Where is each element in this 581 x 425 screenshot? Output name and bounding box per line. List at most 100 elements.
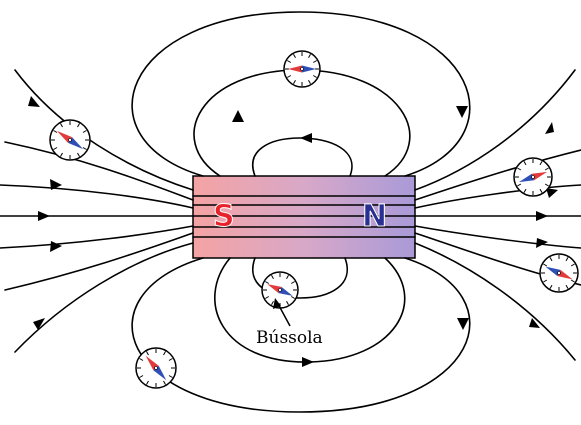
arrow-head <box>50 179 62 190</box>
compass-tick <box>287 75 291 78</box>
compass-tick <box>291 296 295 299</box>
compass-pivot <box>154 366 158 370</box>
compass-tick <box>286 275 289 279</box>
compass-tick <box>82 130 87 133</box>
compass-needle-south <box>518 173 535 183</box>
field-loop-bottom-outer <box>131 257 471 413</box>
compass-tick <box>293 54 296 58</box>
compass-tick <box>549 284 553 289</box>
arrow-head <box>536 211 548 221</box>
compass-tick <box>53 130 58 133</box>
arrow-head <box>545 122 554 134</box>
arrow-head <box>536 238 548 248</box>
compass-pivot <box>531 175 535 179</box>
field-arrows <box>28 96 558 367</box>
field-line-lower-right <box>414 242 576 361</box>
compass-tick <box>265 281 269 284</box>
arrow-head <box>232 110 244 122</box>
compass-icon <box>513 157 553 197</box>
arrow-head <box>38 211 50 221</box>
compass-tick <box>313 75 317 78</box>
south-pole-label: S <box>213 199 235 234</box>
compass-icon <box>261 271 299 309</box>
compass-needle-south <box>545 266 561 277</box>
compass-needle-south <box>302 65 316 73</box>
compass-tick <box>271 301 274 305</box>
bar-magnet <box>192 175 416 259</box>
compass-tick <box>313 60 317 63</box>
compass-tick <box>308 80 311 84</box>
compass-needle-north <box>267 284 282 294</box>
compass-tick <box>549 257 553 262</box>
compass-tick <box>139 358 144 361</box>
compass-tick <box>570 279 575 283</box>
arrow-head <box>33 318 45 330</box>
compass-needle-north <box>531 171 548 181</box>
field-line-upper-left <box>14 69 194 191</box>
compass-tick <box>523 161 527 166</box>
compass-tick <box>293 80 296 84</box>
compass-tick <box>539 161 543 166</box>
caption-pointer-arrowhead <box>273 298 281 309</box>
compass-pivot <box>557 271 561 275</box>
compass-tick <box>146 351 149 356</box>
field-line-lower-right <box>414 225 581 249</box>
compass-tick <box>539 188 543 193</box>
compasses <box>49 50 579 389</box>
compass-tick <box>543 263 548 267</box>
compass-tick <box>82 147 87 150</box>
compass-caption: Bússola <box>256 328 323 348</box>
arrow-head <box>28 96 40 107</box>
compass-needle-south <box>278 286 293 296</box>
compass-tick <box>565 257 569 262</box>
field-line-upper-left <box>0 184 194 209</box>
compass-tick <box>168 375 173 378</box>
compass-tick <box>544 167 549 171</box>
field-line-lower-left <box>0 225 194 249</box>
compass-tick <box>544 183 549 187</box>
compass-tick <box>60 152 63 157</box>
compass-icon <box>135 347 177 389</box>
arrow-head <box>50 241 62 252</box>
arrow-head <box>457 318 469 330</box>
compass-tick <box>308 54 311 58</box>
compass-pivot <box>278 288 282 292</box>
field-line-upper-right <box>414 184 581 209</box>
arrow-head <box>529 318 540 328</box>
compass-icon <box>283 50 321 88</box>
field-loop-top-outer <box>131 11 471 177</box>
field-line-upper-left <box>4 141 194 201</box>
compass-tick <box>570 263 575 267</box>
compass-tick <box>523 188 527 193</box>
compass-tick <box>60 123 63 128</box>
compass-pivot <box>300 67 304 71</box>
field-line-lower-left <box>4 232 194 291</box>
compass-tick <box>291 281 295 284</box>
compass-tick <box>146 380 149 385</box>
compass-tick <box>271 275 274 279</box>
compass-needle-north <box>288 65 302 73</box>
arrow-head <box>302 357 314 367</box>
arrow-head <box>546 188 558 198</box>
compass-tick <box>265 296 269 299</box>
compass-pivot <box>68 138 72 142</box>
field-line-upper-right <box>414 69 576 191</box>
compass-tick <box>163 380 166 385</box>
compass-tick <box>286 301 289 305</box>
field-line-lower-left <box>14 242 194 353</box>
compass-tick <box>543 279 548 283</box>
compass-icon <box>49 119 91 161</box>
compass-tick <box>565 284 569 289</box>
compass-tick <box>139 375 144 378</box>
compass-tick <box>53 147 58 150</box>
compass-tick <box>77 152 80 157</box>
compass-tick <box>287 60 291 63</box>
compass-tick <box>517 167 522 171</box>
compass-needle-north <box>557 269 573 280</box>
field-loop-bottom-inner <box>252 257 348 299</box>
north-pole-label: N <box>362 199 387 234</box>
compass-tick <box>517 183 522 187</box>
compass-icon <box>539 253 579 293</box>
compass-tick <box>163 351 166 356</box>
